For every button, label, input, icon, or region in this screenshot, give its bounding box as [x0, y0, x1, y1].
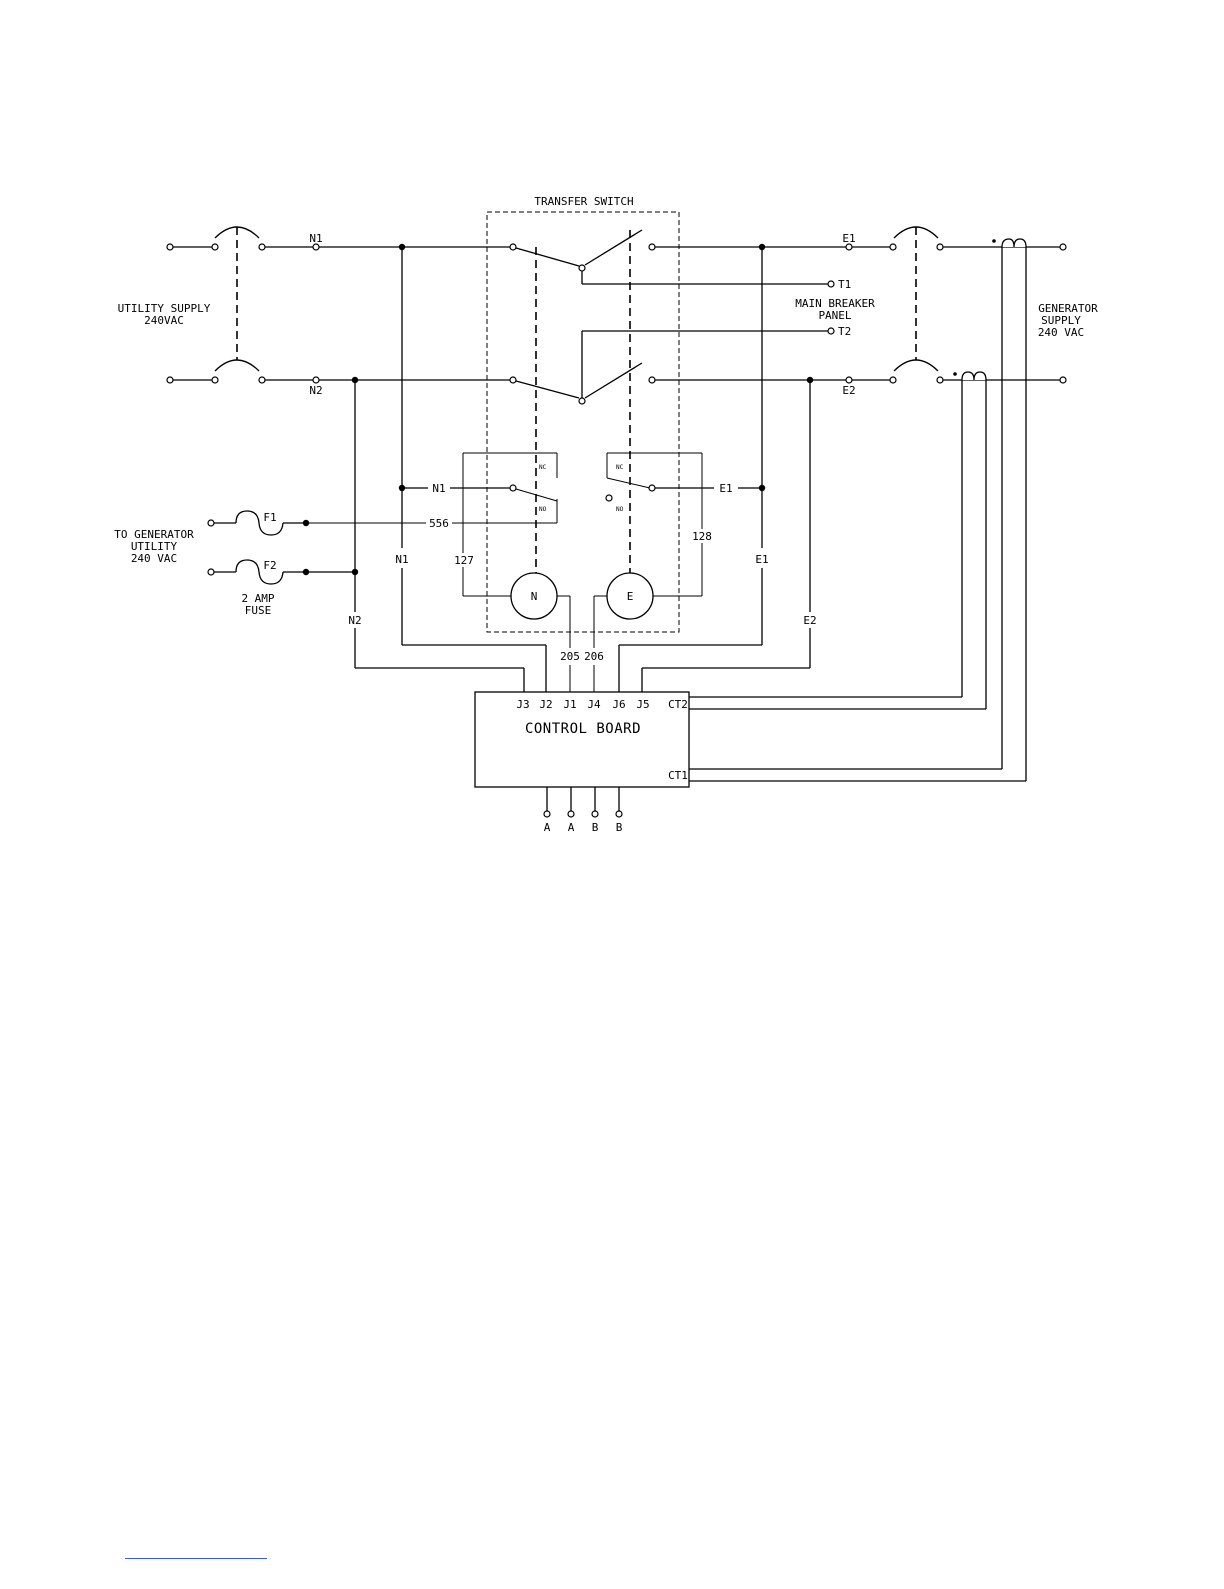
panel-label: PANEL	[818, 309, 851, 322]
e2-label: E2	[842, 384, 855, 397]
relay-n1-label: N1	[432, 482, 445, 495]
wire-205-label: 205	[560, 650, 580, 663]
pin-j6: J6	[612, 698, 625, 711]
current-transformer-ct1	[992, 239, 1026, 781]
e1-label: E1	[842, 232, 855, 245]
relay-n-no-label: NO	[539, 506, 547, 513]
fuse-f1	[208, 511, 309, 535]
terminal-b2-label: B	[616, 821, 623, 834]
t2-terminal	[828, 328, 834, 334]
control-board-label: CONTROL BOARD	[525, 721, 641, 737]
n1-label: N1	[309, 232, 322, 245]
fuse-label: FUSE	[245, 604, 272, 617]
transfer-switch-enclosure	[487, 212, 679, 632]
wire-556-label: 556	[429, 517, 449, 530]
coil-e	[594, 573, 702, 648]
f2-label: F2	[263, 559, 276, 572]
coil-n-label: N	[531, 590, 538, 603]
transfer-switch-label: TRANSFER SWITCH	[534, 195, 633, 208]
e2-terminal	[846, 377, 852, 383]
wire-127-label: 127	[454, 554, 474, 567]
fuse-f2	[208, 560, 355, 584]
pin-j2: J2	[539, 698, 552, 711]
pin-j1: J1	[563, 698, 576, 711]
pin-ct1: CT1	[668, 769, 688, 782]
pin-j3: J3	[516, 698, 529, 711]
pin-ct2: CT2	[668, 698, 688, 711]
pin-j4: J4	[587, 698, 601, 711]
relay-e1-label: E1	[719, 482, 732, 495]
n1-branch-label: N1	[395, 553, 408, 566]
coil-n	[463, 573, 570, 648]
pin-j5: J5	[636, 698, 649, 711]
coil-e-label: E	[627, 590, 634, 603]
to-generator-voltage-label: 240 VAC	[131, 552, 177, 565]
n2-branch-label: N2	[348, 614, 361, 627]
terminal-b1-label: B	[592, 821, 599, 834]
relay-n-nc-label: NC	[539, 464, 547, 471]
control-board	[475, 692, 689, 787]
t1-terminal	[828, 281, 834, 287]
wire-128-label: 128	[692, 530, 712, 543]
generator-voltage-label: 240 VAC	[1038, 326, 1084, 339]
footnote-rule	[125, 1558, 267, 1559]
n2-terminal	[313, 377, 319, 383]
e2-branch-label: E2	[803, 614, 816, 627]
e1-branch-label: E1	[755, 553, 768, 566]
bottom-terminals	[544, 787, 622, 817]
terminal-a1-label: A	[544, 821, 551, 834]
f1-label: F1	[263, 511, 276, 524]
terminal-a2-label: A	[568, 821, 575, 834]
relay-e-no-label: NO	[616, 506, 624, 513]
t2-label: T2	[838, 325, 851, 338]
current-transformer-ct2	[953, 372, 986, 709]
utility-voltage-label: 240VAC	[144, 314, 184, 327]
wire-206-label: 206	[584, 650, 604, 663]
relay-e-nc-label: NC	[616, 464, 624, 471]
n2-label: N2	[309, 384, 322, 397]
t1-label: T1	[838, 278, 851, 291]
main-switch-contacts	[510, 230, 828, 608]
